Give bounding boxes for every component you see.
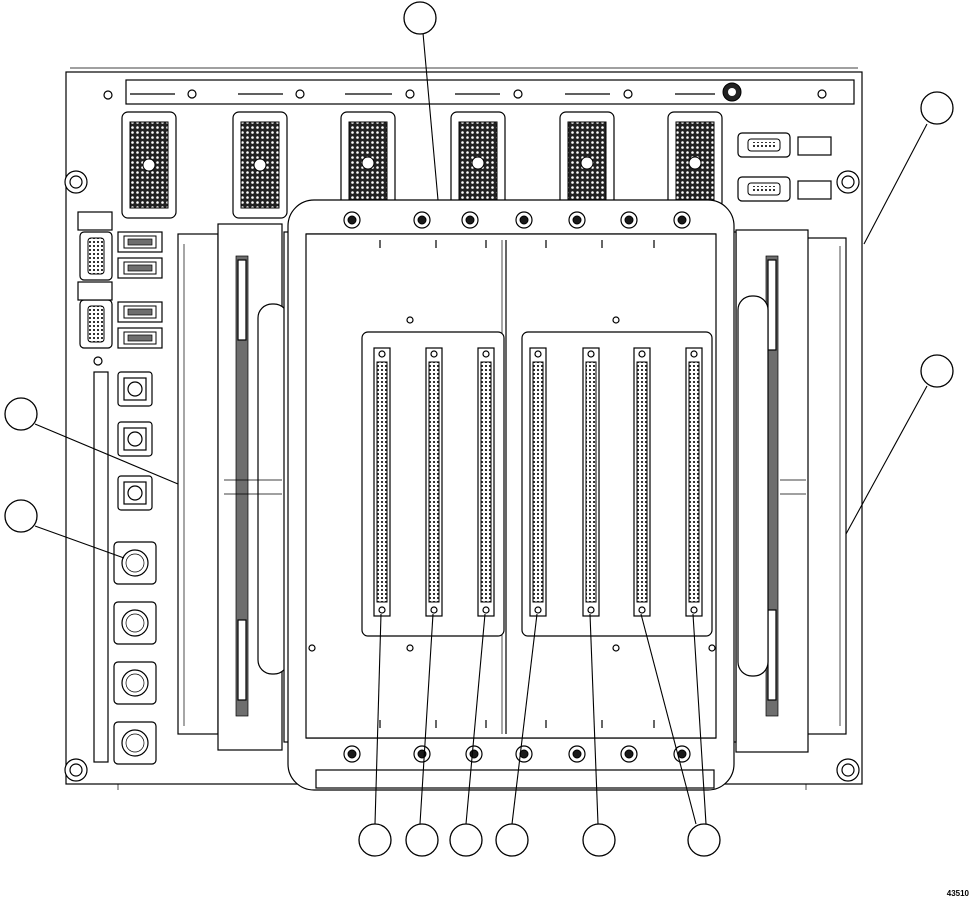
- callout-balloon: [358, 823, 392, 857]
- rf-connector: [113, 721, 157, 765]
- connector-5: [559, 111, 615, 209]
- slot-connector-4: [529, 347, 547, 617]
- slot-connector-5: [582, 347, 600, 617]
- backplane-right-panel: [521, 331, 713, 637]
- cage-screws-bottom: [343, 745, 691, 763]
- connector-4: [450, 111, 506, 209]
- cage-screws-top: [343, 211, 691, 229]
- callout-balloon: [405, 823, 439, 857]
- rf-connector: [113, 661, 157, 705]
- callout-balloon: [920, 354, 954, 388]
- slot-connector-3: [477, 347, 495, 617]
- rf-connector: [113, 541, 157, 585]
- rf-connector: [117, 371, 153, 407]
- callout-balloon: [403, 1, 437, 35]
- slot-connector-1: [373, 347, 391, 617]
- callout-balloon: [582, 823, 616, 857]
- slot-connector-6: [633, 347, 651, 617]
- left-card-guide: [177, 223, 307, 751]
- top-connectors: [121, 111, 723, 219]
- right-dsub-connectors: [737, 132, 832, 202]
- connector-6: [667, 111, 723, 209]
- rf-connector: [117, 421, 153, 457]
- figure-code: 43510: [946, 889, 969, 898]
- rf-connector-column: [93, 371, 157, 765]
- callout-balloon: [4, 499, 38, 533]
- connector-1: [121, 111, 177, 219]
- leader-lines: [34, 32, 928, 825]
- callout-balloons: [4, 1, 954, 857]
- mounting-holes: [64, 170, 860, 782]
- callout-balloon: [687, 823, 721, 857]
- callout-balloon: [449, 823, 483, 857]
- connector-2: [232, 111, 288, 219]
- fuse-holders: [117, 231, 163, 349]
- rf-connector: [117, 475, 153, 511]
- callout-balloon: [920, 91, 954, 125]
- slot-connector-7: [685, 347, 703, 617]
- left-io-panel: [77, 211, 163, 366]
- connector-3: [340, 111, 396, 209]
- callout-balloon: [4, 397, 38, 431]
- callout-balloon: [495, 823, 529, 857]
- slot-connector-2: [425, 347, 443, 617]
- rf-connector: [113, 601, 157, 645]
- top-label-strip: [103, 82, 827, 102]
